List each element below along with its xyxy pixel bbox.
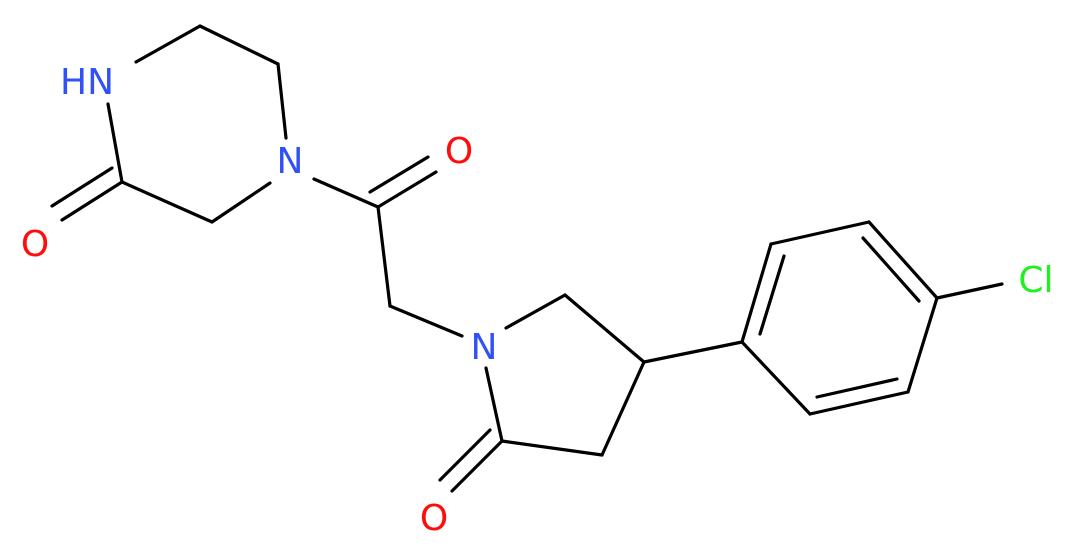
- bond: [906, 296, 939, 394]
- bond: [740, 340, 812, 416]
- bond: [740, 242, 773, 344]
- bond: [500, 439, 604, 457]
- bond: [60, 180, 124, 222]
- bond: [388, 304, 464, 338]
- atom-cl: Cl: [1018, 260, 1053, 301]
- bond: [769, 220, 871, 246]
- bond: [312, 177, 380, 209]
- atom-o-amide: O: [445, 131, 473, 172]
- bond: [376, 170, 438, 209]
- bond: [106, 102, 124, 184]
- bond: [276, 62, 288, 140]
- bond: [484, 366, 504, 443]
- bond: [808, 390, 910, 416]
- bond: [861, 236, 921, 303]
- atom-o-piperazine: O: [21, 224, 49, 265]
- bond: [758, 254, 786, 336]
- bonds: [50, 24, 1004, 493]
- bond: [438, 428, 492, 482]
- bond: [642, 340, 744, 364]
- bond: [600, 360, 646, 457]
- bond: [210, 181, 272, 224]
- bond: [368, 155, 430, 194]
- atom-o-lactam: O: [420, 498, 448, 539]
- bond: [198, 24, 280, 66]
- atom-labels: HN N O O N O Cl: [21, 62, 1054, 539]
- bond: [120, 180, 214, 224]
- bond: [935, 282, 1004, 300]
- bond: [563, 293, 646, 364]
- atom-n-piperazine: N: [277, 141, 304, 182]
- bond: [504, 293, 567, 330]
- bond: [815, 377, 899, 399]
- atom-nh: HN: [60, 62, 114, 103]
- bond: [50, 166, 114, 208]
- bond: [450, 439, 504, 493]
- atom-n-pyrrolidinone: N: [471, 327, 498, 368]
- bond: [867, 220, 939, 300]
- bond: [134, 24, 202, 64]
- bond: [376, 205, 392, 308]
